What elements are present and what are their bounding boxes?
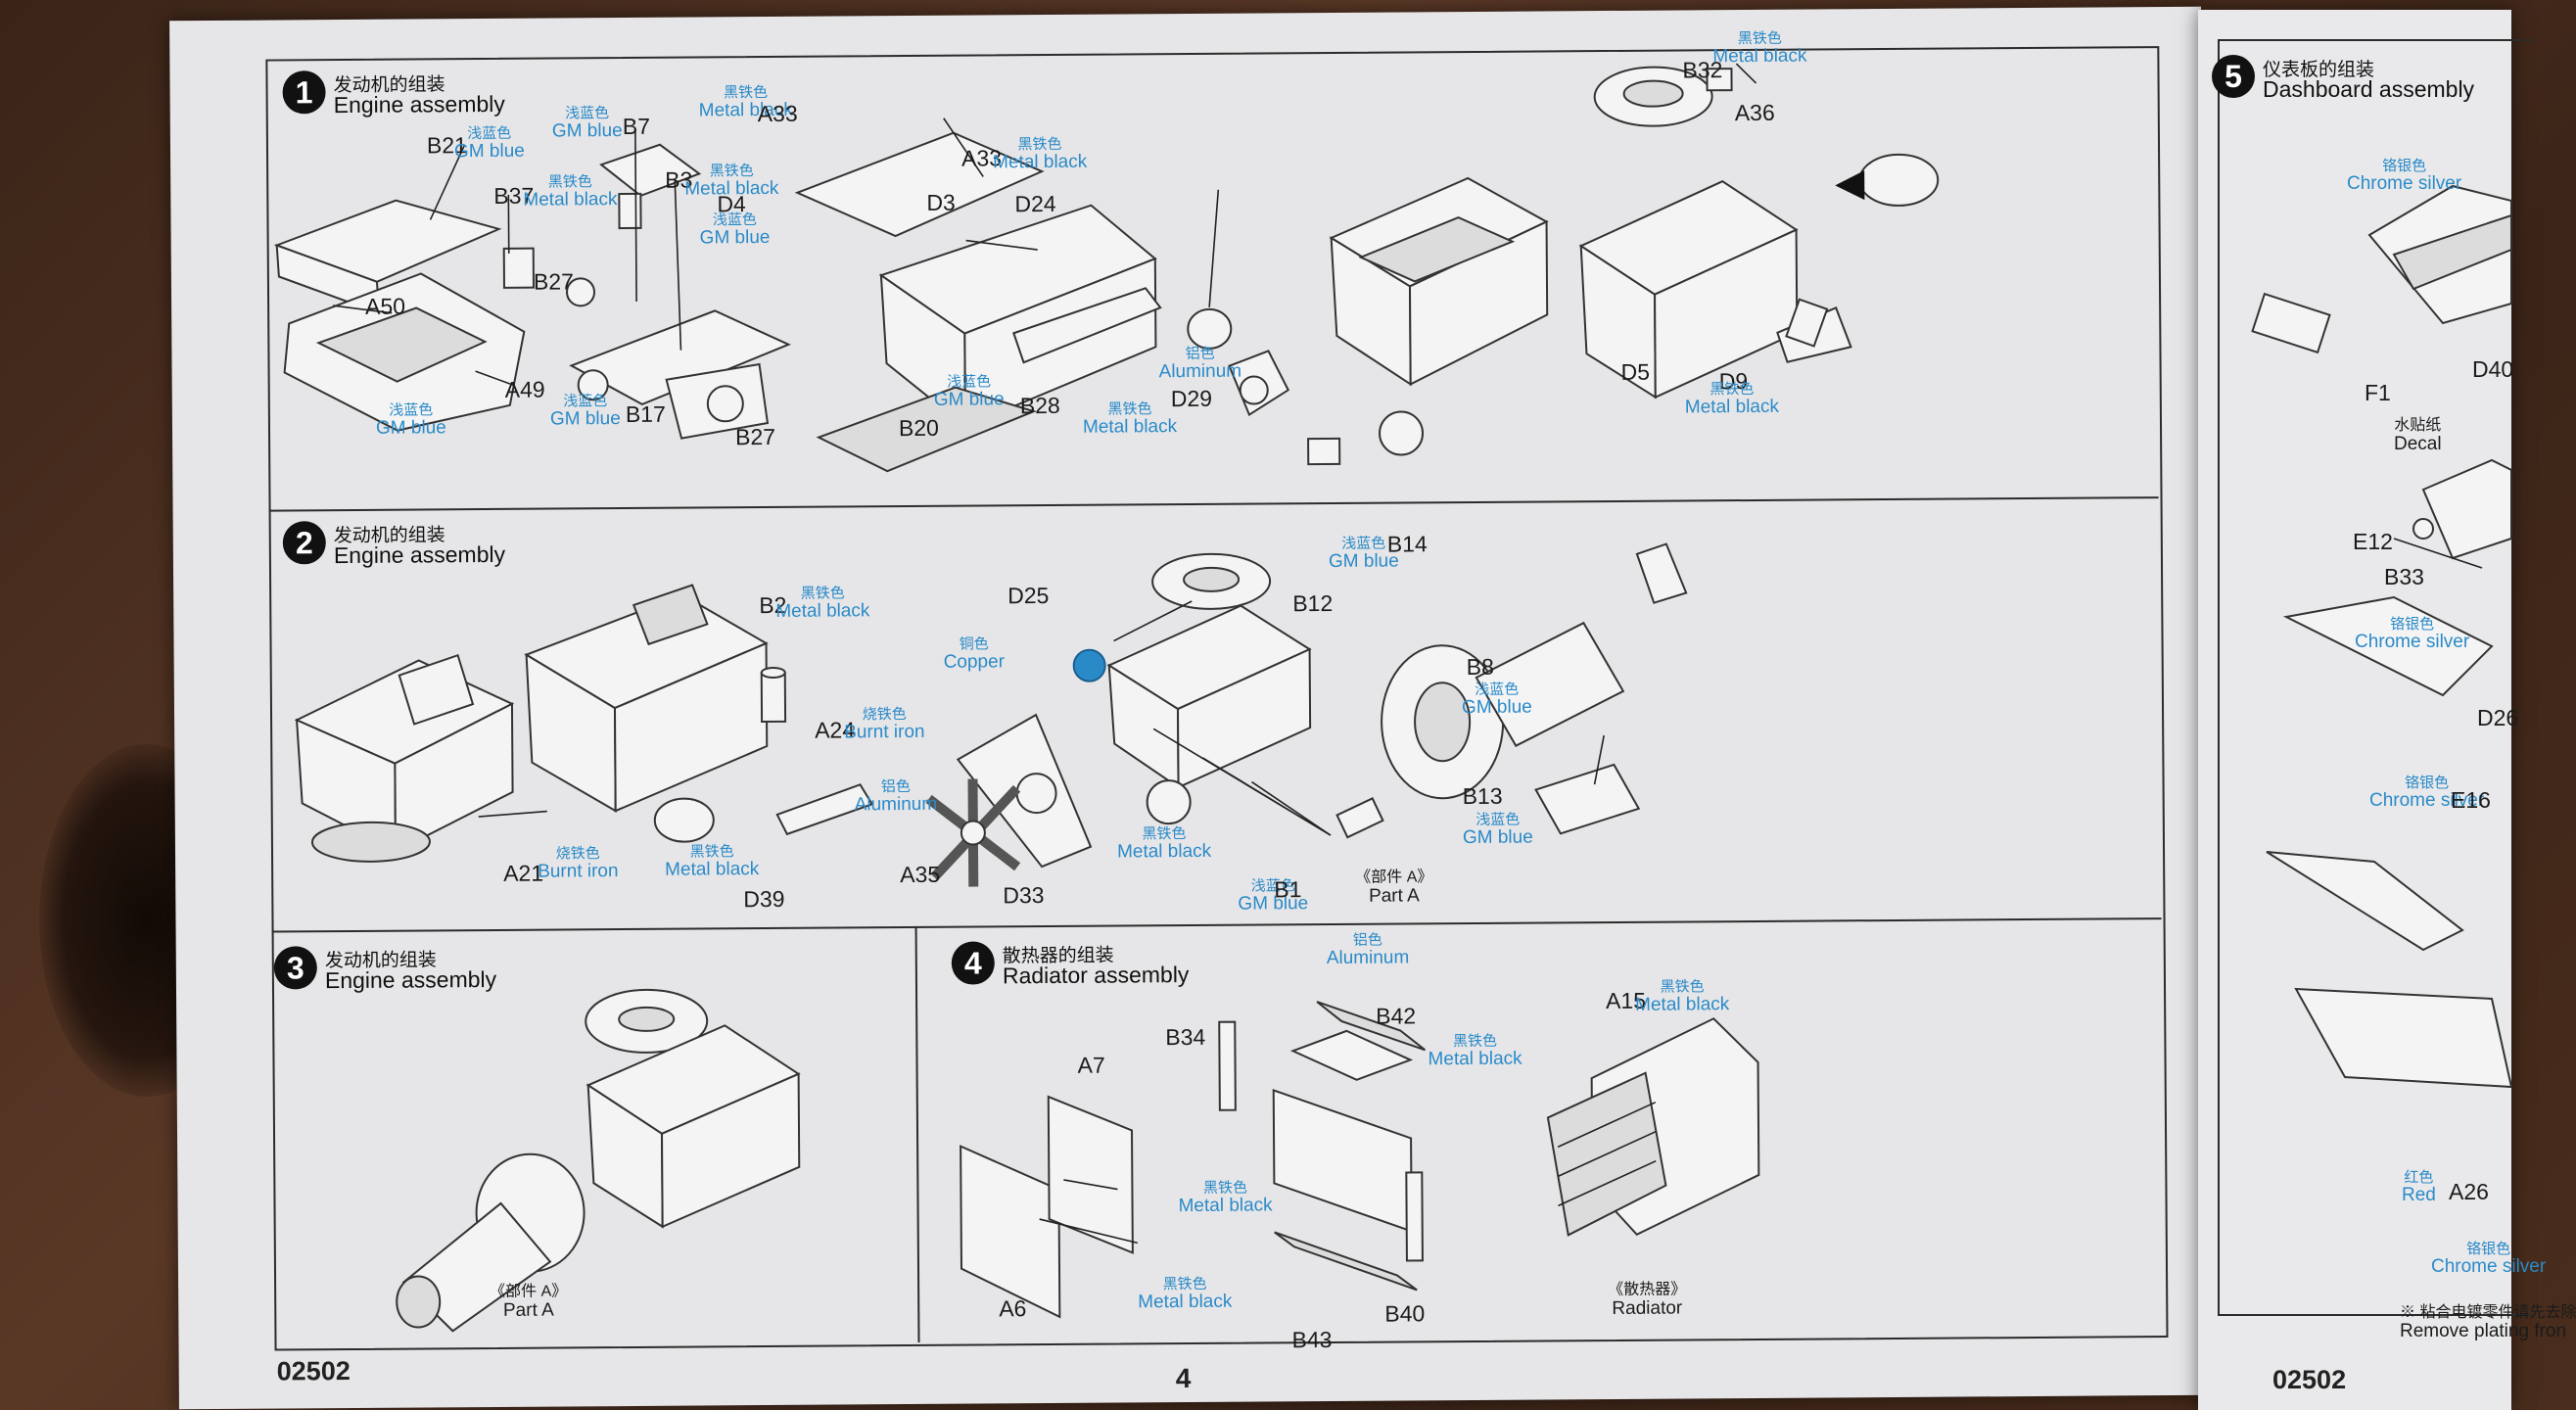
- step5-number: 5: [2212, 55, 2255, 98]
- step5-title-en: Dashboard assembly: [2263, 76, 2475, 102]
- step2-leader-lines: [1113, 600, 1605, 836]
- part-label-b17: B17: [625, 400, 666, 428]
- document-code: 02502: [276, 1356, 351, 1386]
- step5-frame: [2218, 39, 2533, 1316]
- part-label-b27-a: B27: [533, 268, 574, 295]
- engine-step3-drawing: [396, 988, 801, 1333]
- part-label-d39: D39: [743, 885, 785, 913]
- part-label-b20: B20: [898, 414, 940, 442]
- assembly-illustrations: [273, 63, 1940, 1333]
- part-label-d24: D24: [1014, 190, 1056, 217]
- part-label-d25: D25: [1007, 583, 1050, 609]
- engine-step2-right: [956, 552, 1312, 869]
- part-label-a49: A49: [504, 376, 545, 402]
- part-label-d3: D3: [926, 189, 956, 215]
- engine-with-air-cleaner: [1578, 66, 1940, 400]
- part-label-b34: B34: [1165, 1023, 1206, 1051]
- part-label-a7: A7: [1077, 1052, 1105, 1078]
- dashboard-illustrations: [2251, 184, 2513, 1089]
- part-label-e16: E16: [2451, 787, 2491, 813]
- note-part-a-step3: 《部件 A》Part A: [490, 1283, 568, 1321]
- engine-step2-mid: [524, 584, 874, 843]
- radiator-core-drawing: [1218, 1001, 1427, 1292]
- step5-title-cn: 仪表板的组装: [2263, 60, 2375, 80]
- part-label-b13: B13: [1462, 782, 1503, 810]
- instruction-sheet-page: 1 发动机的组装 Engine assembly 2 发动机的组装 Engine…: [169, 6, 2211, 1410]
- part-label-b40: B40: [1384, 1300, 1426, 1327]
- part-label-b7: B7: [622, 113, 651, 140]
- radiator-assembled-drawing: [1546, 1017, 1760, 1237]
- part-label-f1: F1: [2365, 380, 2391, 405]
- part-label-a26: A26: [2449, 1179, 2489, 1204]
- engine-block-step1: [665, 131, 1162, 473]
- part-label-b14: B14: [1386, 531, 1428, 557]
- part-label-d40: D40: [2472, 356, 2514, 382]
- transmission-drawing: [1335, 542, 1688, 839]
- engine-step1-assembled: [1329, 176, 1549, 387]
- note-part-a-step2: 《部件 A》Part A: [1355, 869, 1433, 907]
- radiator-support-drawing: [960, 1095, 1139, 1319]
- engine-step2-left: [294, 653, 547, 863]
- intake-manifold-drawing: [273, 199, 596, 432]
- part-label-b28: B28: [1019, 392, 1060, 419]
- part-label-a35: A35: [900, 861, 941, 888]
- part-label-b33: B33: [2384, 564, 2424, 589]
- part-label-b8: B8: [1466, 653, 1494, 681]
- part-label-a6: A6: [999, 1295, 1027, 1322]
- part-label-b1: B1: [1274, 876, 1302, 903]
- part-label-a33-a: A33: [757, 100, 798, 127]
- next-page-document-code: 02502: [2272, 1365, 2347, 1394]
- fan-drawing: [925, 778, 1021, 887]
- part-label-b12: B12: [1292, 589, 1334, 617]
- part-label-e12: E12: [2353, 529, 2393, 554]
- part-label-d29: D29: [1170, 385, 1213, 412]
- part-label-d5: D5: [1620, 358, 1651, 385]
- note-radiator: 《散热器》Radiator: [1608, 1281, 1687, 1319]
- part-label-a50: A50: [365, 293, 406, 319]
- part-label-a36: A36: [1734, 99, 1775, 126]
- step1-leader-lines: [333, 63, 1757, 387]
- part-label-b43: B43: [1291, 1327, 1333, 1353]
- part-label-b42: B42: [1376, 1003, 1417, 1029]
- fuel-pump-drawing: [1187, 307, 1425, 466]
- page-number: 4: [1175, 1363, 1192, 1394]
- part-label-d33: D33: [1003, 882, 1045, 909]
- part-label-d26: D26: [2477, 705, 2519, 730]
- part-label-b27-b: B27: [734, 423, 776, 450]
